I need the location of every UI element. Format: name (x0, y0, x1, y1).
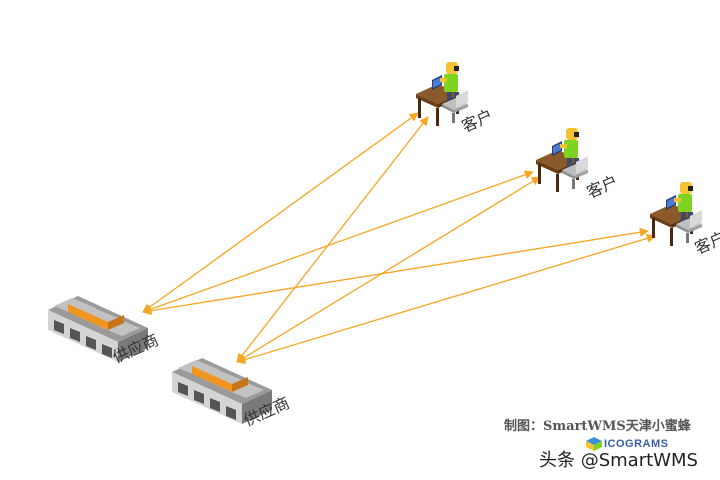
credit-text: 制图：SmartWMS天津小蜜蜂 (504, 419, 691, 434)
watermark-text: 头条 @SmartWMS (539, 450, 698, 471)
icograms-logo-icon (586, 437, 602, 451)
flow-arrow (236, 176, 541, 363)
customer-desk-icon (536, 128, 588, 192)
flow-arrow (236, 116, 429, 363)
flow-arrow (142, 227, 649, 316)
flow-arrow (236, 234, 656, 364)
brand-logo-text: ICOGRAMS (604, 438, 669, 450)
flow-arrow (142, 112, 419, 313)
